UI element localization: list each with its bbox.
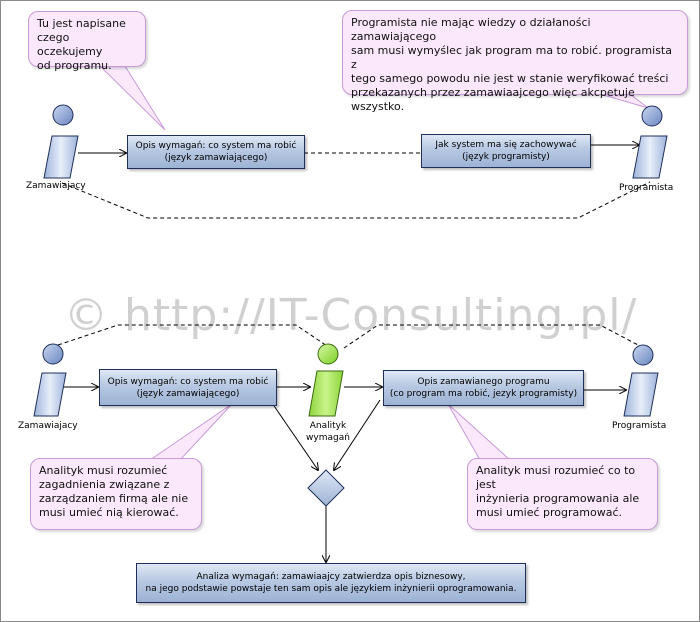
note-line: Analityk musi rozumieć co to jest (476, 464, 636, 491)
box-line: (język zamawiającego) (136, 388, 240, 399)
actor-bottom-right-label: Programista (612, 421, 667, 431)
note-line: musi umieć nią kierować. (39, 506, 179, 519)
note-tail-bottom-right (447, 403, 512, 461)
box-program-description: Opis zamawianego programu (co program ma… (383, 370, 584, 406)
box-line: na jego podstawie powstaje ten sam opis … (145, 584, 517, 594)
label-line: wymagań (306, 433, 350, 443)
actor-analyst-label: Analityk wymagań (300, 420, 356, 444)
note-line: zarządzaniem firmą ale nie (39, 492, 189, 505)
note-bottom-right: Analityk musi rozumieć co to jest inżyni… (467, 458, 658, 530)
box-line: Opis wymagań: co system ma robić (107, 376, 269, 387)
dashed-loop-top (61, 181, 651, 219)
note-tail-bottom-left (148, 403, 233, 461)
actor-bottom-left-icon (33, 343, 67, 417)
actor-bottom-left-label: Zamawiajacy (18, 421, 78, 431)
note-tail-top-left (98, 65, 166, 131)
note-line: zagadnienia związane z (39, 478, 170, 491)
arrow-to-decision-left (269, 399, 318, 470)
actor-bottom-right-icon (623, 344, 659, 417)
note-top-right: Programista nie mając wiedzy o działanoś… (342, 10, 688, 113)
box-line: (język programisty) (462, 152, 550, 162)
note-bottom-left: Analityk musi rozumieć zagadnienia związ… (30, 458, 202, 530)
note-line: inżynieria programowania ale (476, 492, 640, 505)
box-system-behaviour: Jak system ma się zachowywać (język prog… (421, 134, 591, 168)
note-line: musi umieć programować. (476, 506, 622, 519)
dashed-loop-bottom-left (57, 324, 331, 349)
box-requirements-top: Opis wymagań: co system ma robić (język … (127, 135, 305, 169)
note-line: przekazanych przez zamawiaajcego więc ak… (351, 86, 635, 113)
note-line: sam musi wymyślec jak program ma to robi… (351, 44, 672, 71)
box-line: Jak system ma się zachowywać (435, 140, 577, 150)
box-requirements-analysis: Analiza wymagań: zamawiaajcy zatwierdza … (136, 563, 526, 603)
actor-top-right-icon (632, 105, 668, 179)
box-line: Opis wymagań: co system ma robić (135, 141, 297, 151)
box-line: (co program ma robić, jezyk programisty) (389, 389, 578, 399)
dashed-loop-bottom-right (343, 324, 641, 349)
note-line: czego oczekujemy (37, 31, 103, 58)
decision-diamond (307, 469, 345, 507)
box-line: (język zamawiającego) (164, 153, 268, 163)
note-line: Programista nie mając wiedzy o działanoś… (351, 16, 591, 43)
label-line: Analityk (309, 421, 347, 431)
box-requirements-bottom: Opis wymagań: co system ma robić (język … (99, 369, 277, 406)
note-line: od programu. (37, 59, 112, 72)
actor-top-left-icon (43, 104, 79, 179)
note-line: Analityk musi rozumieć (39, 464, 168, 477)
actor-top-left-label: Zamawiajacy (26, 181, 86, 191)
note-line: Tu jest napisane (37, 17, 126, 30)
actor-analyst-icon (308, 343, 344, 417)
watermark: © http://IT-Consulting.pl/ (64, 290, 638, 341)
note-top-left: Tu jest napisane czego oczekujemy od pro… (28, 11, 146, 72)
actor-top-right-label: Programista (619, 183, 674, 193)
note-line: tego samego powodu nie jest w stanie wer… (351, 72, 669, 85)
box-line: Opis zamawianego programu (417, 377, 550, 387)
box-line: Analiza wymagań: zamawiaajcy zatwierdza … (196, 572, 466, 582)
arrow-to-decision-right (334, 399, 381, 470)
